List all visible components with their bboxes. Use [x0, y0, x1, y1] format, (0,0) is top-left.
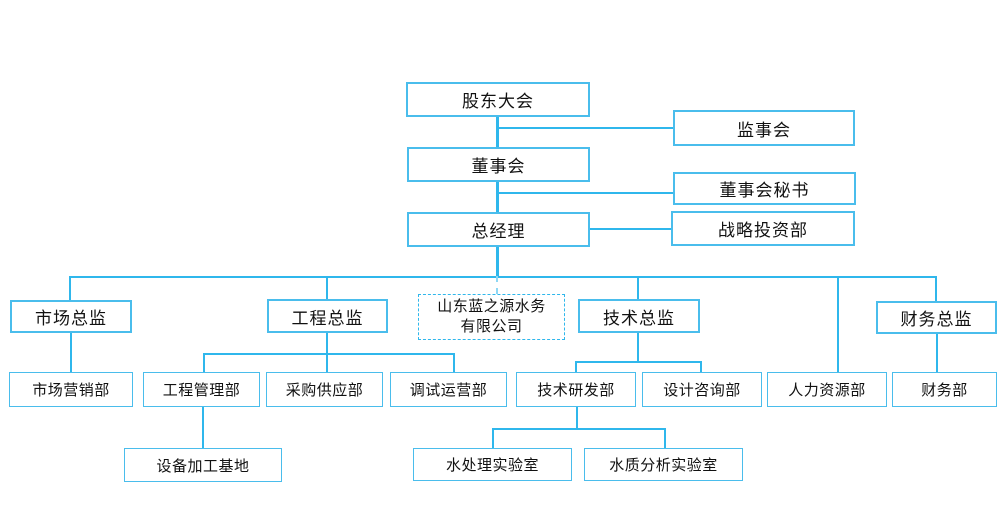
connector-shareholders-board	[496, 117, 499, 148]
connector-drop-engmgmt	[203, 353, 205, 372]
node-general-manager: 总经理	[407, 212, 590, 247]
connector-drop-waterquality	[664, 428, 666, 448]
connector-labs-branch	[492, 428, 666, 430]
node-supervisory-board: 监事会	[673, 110, 855, 146]
connector-drop-hr	[837, 276, 839, 372]
node-water-quality-lab: 水质分析实验室	[584, 448, 743, 481]
node-board-of-directors: 董事会	[407, 147, 590, 182]
connector-drop-finance-director	[935, 276, 937, 302]
connector-to-supervisory	[496, 127, 674, 129]
node-strategic-investment-dept: 战略投资部	[671, 211, 855, 246]
node-technology-rnd-dept: 技术研发部	[516, 372, 636, 407]
node-shareholders-meeting: 股东大会	[406, 82, 590, 117]
connector-drop-engineering-director	[326, 276, 328, 300]
node-finance-dept: 财务部	[892, 372, 997, 407]
connector-engineering-branch	[203, 353, 455, 355]
connector-drop-company-dashed	[496, 276, 498, 294]
node-board-secretary: 董事会秘书	[673, 172, 856, 205]
node-marketing-director: 市场总监	[10, 300, 132, 333]
node-company-label: 山东蓝之源水务 有限公司	[418, 294, 565, 340]
connector-drop-watertreatment	[492, 428, 494, 448]
connector-drop-design	[700, 361, 702, 372]
connector-drop-tech-director	[637, 276, 639, 300]
node-engineering-director: 工程总监	[267, 299, 388, 333]
connector-to-secretary	[496, 192, 674, 194]
connector-engineering-stem	[326, 332, 328, 372]
connector-drop-marketing-director	[69, 276, 71, 301]
node-procurement-supply-dept: 采购供应部	[266, 372, 383, 407]
node-finance-director: 财务总监	[876, 301, 997, 334]
connector-marketing-dept	[70, 333, 72, 372]
company-name-line2: 有限公司	[460, 318, 523, 335]
node-water-treatment-lab: 水处理实验室	[413, 448, 572, 481]
connector-to-strategic	[589, 228, 672, 230]
connector-tech-stem	[637, 333, 639, 362]
connector-rnd-stem	[576, 407, 578, 429]
node-marketing-dept: 市场营销部	[9, 372, 133, 407]
connector-finance-dept	[936, 334, 938, 372]
node-design-consulting-dept: 设计咨询部	[642, 372, 762, 407]
connector-drop-rnd	[575, 361, 577, 372]
connector-tech-branch	[575, 361, 702, 363]
connector-gm-mainline	[496, 247, 499, 277]
node-commissioning-operations-dept: 调试运营部	[390, 372, 507, 407]
company-name-line1: 山东蓝之源水务	[437, 297, 546, 315]
node-human-resources-dept: 人力资源部	[767, 372, 887, 407]
connector-main-horizontal	[69, 276, 937, 278]
connector-board-gm	[496, 182, 499, 213]
node-engineering-management-dept: 工程管理部	[143, 372, 260, 407]
connector-drop-commissioning	[453, 353, 455, 372]
connector-equipment-base	[202, 407, 204, 448]
node-technology-director: 技术总监	[578, 299, 700, 333]
node-equipment-processing-base: 设备加工基地	[124, 448, 282, 482]
